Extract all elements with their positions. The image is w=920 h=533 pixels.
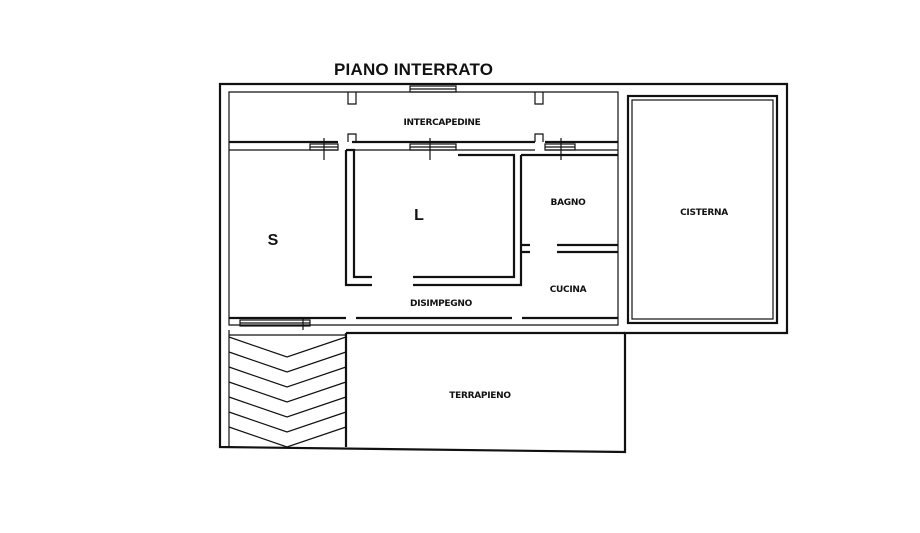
window-middle <box>409 138 457 160</box>
plan-title: PIANO INTERRATO <box>334 60 494 79</box>
label-cucina: CUCINA <box>550 285 587 295</box>
cisterna-inner <box>631 99 774 320</box>
window-left <box>309 138 339 160</box>
window-top <box>409 85 457 93</box>
inner-wall <box>228 91 619 326</box>
label-letto: L <box>414 207 424 224</box>
label-soggiorno: S <box>268 232 279 249</box>
bagno-wall <box>521 153 618 254</box>
window-right <box>544 138 576 160</box>
terrapieno-wall <box>344 331 625 447</box>
label-disimpegno: DISIMPEGNO <box>410 299 473 309</box>
cisterna-wall <box>626 94 779 325</box>
label-terrapieno: TERRAPIENO <box>449 391 511 401</box>
stair-chevrons <box>228 330 347 448</box>
intercapedine-notch <box>347 92 544 142</box>
label-intercapedine: INTERCAPEDINE <box>403 118 480 128</box>
room-l-wall <box>344 148 523 287</box>
window-bottom <box>239 318 311 330</box>
label-bagno: BAGNO <box>551 198 587 208</box>
label-cisterna: CISTERNA <box>680 208 728 218</box>
